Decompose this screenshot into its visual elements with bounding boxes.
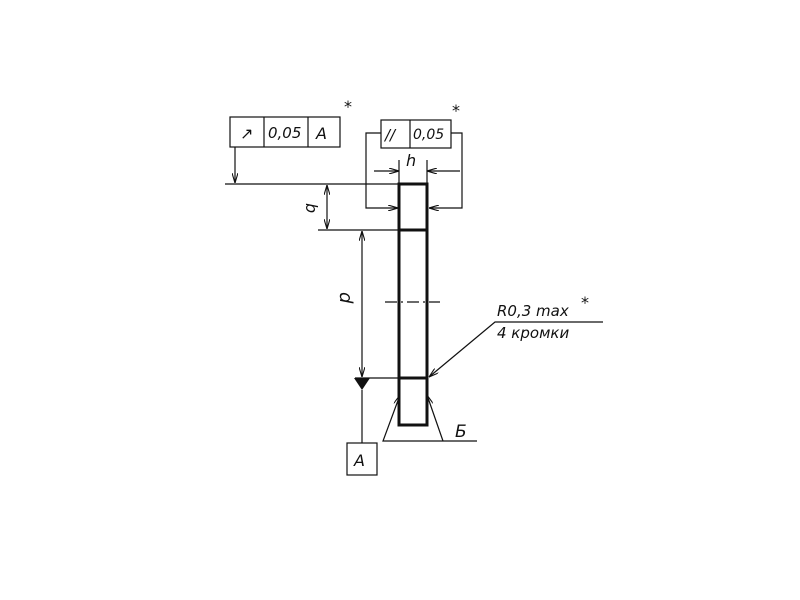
svg-text:Б: Б	[455, 422, 467, 442]
view-b-indicator: Б	[382, 395, 477, 442]
svg-text:d: d	[335, 292, 356, 304]
svg-text:h: h	[406, 151, 416, 170]
parallelism-icon: //	[383, 126, 397, 144]
svg-text:R0,3 max: R0,3 max	[497, 302, 569, 320]
svg-text:*: *	[581, 293, 589, 312]
svg-text:A: A	[353, 451, 365, 470]
datum-a: A	[346, 378, 378, 476]
datum-triangle-icon	[354, 378, 370, 390]
runout-arrow-icon: ↗	[240, 124, 253, 143]
datum-reference: A	[315, 124, 327, 143]
dimension-h: h	[374, 151, 460, 184]
tolerance-value: 0,05	[413, 127, 444, 143]
tolerance-value: 0,05	[268, 124, 301, 142]
dimension-d: d	[335, 231, 399, 379]
svg-text:b: b	[302, 203, 321, 213]
parallelism-tolerance-frame: // 0,05 *	[365, 101, 463, 208]
ring-section	[385, 182, 440, 427]
svg-text:4 кромки: 4 кромки	[497, 324, 569, 342]
edge-radius-note: R0,3 max * 4 кромки	[429, 293, 603, 377]
asterisk-mark: *	[452, 101, 460, 120]
dimension-b: b	[302, 185, 399, 231]
asterisk-mark: *	[344, 97, 352, 116]
runout-tolerance-frame: ↗ 0,05 A *	[225, 97, 428, 185]
